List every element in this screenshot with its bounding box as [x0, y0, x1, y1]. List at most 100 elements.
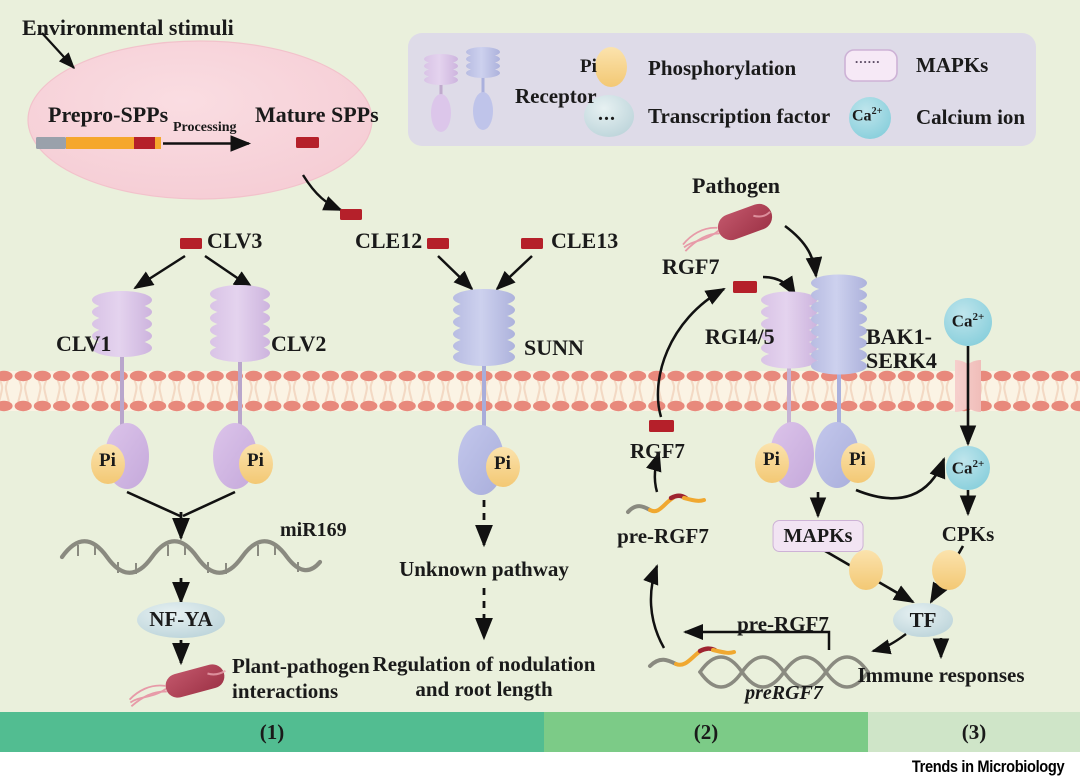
clv3-peptide: [180, 238, 202, 249]
pi-label-clv2: Pi: [247, 450, 264, 471]
pathogen-label: Pathogen: [692, 173, 780, 198]
plant-pathogen-label-2: interactions: [232, 679, 339, 703]
secretion-arrow: [301, 174, 343, 212]
legend-label-phosphorylation: Phosphorylation: [648, 56, 797, 80]
clv2-label: CLV2: [271, 331, 327, 356]
prergf7-gene-label: preRGF7: [745, 682, 823, 704]
cle12-label: CLE12: [355, 228, 423, 253]
rgi45-label: RGI4/5: [705, 324, 775, 349]
tf-oval: [893, 603, 953, 637]
band-2-label: (2): [693, 719, 719, 744]
nodulation-label-2: and root length: [415, 677, 553, 701]
band-1: (1): [0, 712, 544, 752]
pi-label-bak1: Pi: [849, 449, 866, 470]
panel2-artwork: [427, 238, 543, 641]
calcium-label-out: Ca2+: [951, 311, 985, 331]
panel-number-bands: (1) (2) (3): [0, 712, 1080, 752]
tf-to-dna-arrow: [871, 633, 907, 655]
pi-oval: [932, 550, 966, 590]
processing-label: Processing: [173, 120, 237, 135]
sunn-label: SUNN: [524, 335, 584, 360]
pi-label-sunn: Pi: [494, 453, 511, 474]
calcium-label-in: Ca2+: [951, 458, 985, 478]
unknown-pathway-label: Unknown pathway: [399, 557, 569, 581]
transcription-arrow: [682, 624, 831, 650]
diagram-artwork: [0, 32, 1080, 708]
pathogen-arrow: [784, 224, 823, 279]
receptor-icon: [424, 47, 500, 132]
pre-rgf7-transcript-lower: [648, 646, 736, 668]
mature-spps-label: Mature SPPs: [255, 102, 379, 127]
pi-oval: [849, 550, 883, 590]
legend-label-transcription-factor: Transcription factor: [648, 104, 831, 128]
legend-pi-glyph: Pi: [580, 56, 597, 77]
mir169-label: miR169: [280, 519, 347, 541]
plasma-membrane: [0, 370, 1080, 412]
legend-calcium-glyph: Ca2+: [852, 106, 883, 125]
rgf7-label-in: RGF7: [630, 439, 685, 463]
receptor-rgi45: [755, 291, 817, 488]
calcium-circle-icon: [849, 97, 891, 139]
mir169-strand: [59, 539, 323, 575]
pi-oval-icon: [595, 47, 627, 87]
band-2: (2): [544, 712, 868, 752]
rgf7-secretion-arrow: [656, 287, 726, 418]
band-3: (3): [868, 712, 1080, 752]
nf-ya-oval: [137, 602, 225, 638]
cle12-peptide: [427, 238, 449, 249]
cle13-peptide: [521, 238, 543, 249]
prergf7-dna: [698, 655, 870, 689]
pre-rgf7-label-upper: pre-RGF7: [617, 524, 709, 548]
prepro-spp-bar: [36, 137, 161, 149]
legend-label-calcium-ion: Calcium ion: [916, 105, 1026, 129]
panel1-artwork: [59, 238, 323, 708]
legend-mapks-glyph: ......: [855, 51, 881, 66]
immune-responses-label: Immune responses: [857, 663, 1025, 687]
signalling-cell: [27, 40, 373, 200]
pi-oval: [239, 444, 273, 484]
mapks-box-icon: [844, 49, 898, 82]
receptor-bak1-serk4: [811, 274, 875, 488]
calcium-ion-in: [946, 446, 990, 490]
cpks-label: CPKs: [941, 522, 995, 546]
band-1-label: (1): [259, 719, 285, 744]
plant-pathogen-label-1: Plant-pathogen: [232, 654, 370, 678]
legend-label-mapks: MAPKs: [916, 53, 989, 77]
figure-canvas: Pi ... ...... Ca2+ Receptor Phosphorylat…: [0, 0, 1080, 712]
clv1-label: CLV1: [56, 331, 112, 356]
prepro-spps-label: Prepro-SPPs: [48, 102, 169, 127]
tf-label: TF: [909, 608, 937, 632]
receptor-clv2: [210, 285, 273, 489]
receptor-sunn: [453, 289, 520, 495]
pre-rgf7-label-lower: pre-RGF7: [737, 612, 829, 636]
pathogen-bacterium: [682, 203, 773, 252]
band-3-label: (3): [961, 719, 987, 744]
cle13-label: CLE13: [551, 228, 619, 253]
environmental-stimuli-label: Environmental stimuli: [22, 15, 234, 40]
mapks-box: MAPKs: [772, 520, 864, 553]
pi-label-clv1: Pi: [99, 450, 116, 471]
pre-rgf7-transcript-upper: [626, 493, 706, 514]
rgf7-peptide-in: [649, 420, 674, 432]
bak1-serk4-label-1: BAK1-: [866, 324, 932, 349]
tf-oval-icon: [584, 95, 634, 137]
rgf7-peptide-out: [733, 281, 757, 293]
nodulation-label-1: Regulation of nodulation: [372, 652, 596, 676]
secreted-peptide: [340, 209, 362, 220]
nf-ya-label: NF-YA: [149, 607, 213, 631]
legend-icons: [424, 47, 898, 139]
pi-oval: [91, 444, 125, 484]
calcium-ion-out: [944, 298, 992, 346]
journal-footer: Trends in Microbiology: [0, 752, 1080, 783]
environmental-stimuli-arrow: [41, 32, 75, 70]
clv3-label: CLV3: [207, 228, 263, 253]
kinase-to-channel-arrow: [855, 457, 946, 500]
pi-label-rgi45: Pi: [763, 449, 780, 470]
pi-oval: [486, 447, 520, 487]
journal-name: Trends in Microbiology: [911, 757, 1065, 776]
legend-box: Pi ... ...... Ca2+ Receptor Phosphorylat…: [408, 33, 1036, 146]
pi-oval: [841, 443, 875, 483]
legend-label-receptor: Receptor: [515, 84, 597, 108]
rgf7-label-out: RGF7: [662, 254, 720, 279]
